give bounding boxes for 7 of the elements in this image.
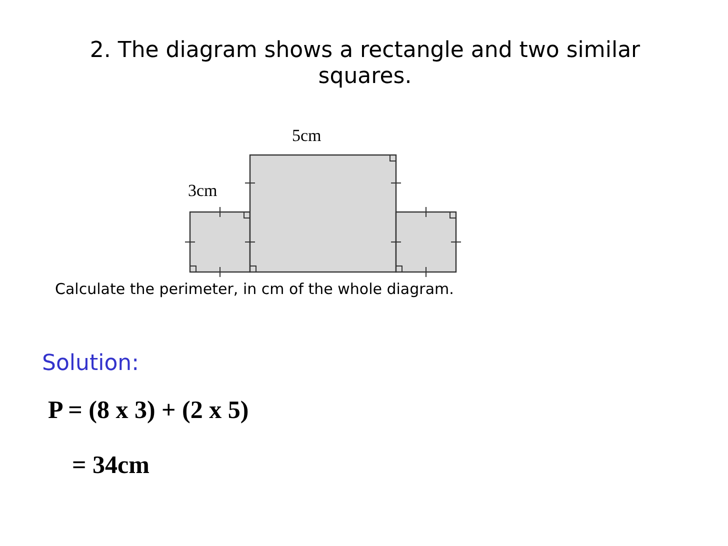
answer-text: = 34cm [72, 451, 150, 481]
formula-text: P = (8 x 3) + (2 x 5) [48, 396, 249, 426]
heading: 2. The diagram shows a rectangle and two similar squares. [88, 38, 642, 91]
dimension-label: 3cm [188, 181, 218, 202]
question-text: Calculate the perimeter, in cm of the whole diagram. [55, 280, 454, 298]
dimension-label: 5cm [292, 126, 322, 146]
solution-heading: Solution: [42, 351, 140, 378]
